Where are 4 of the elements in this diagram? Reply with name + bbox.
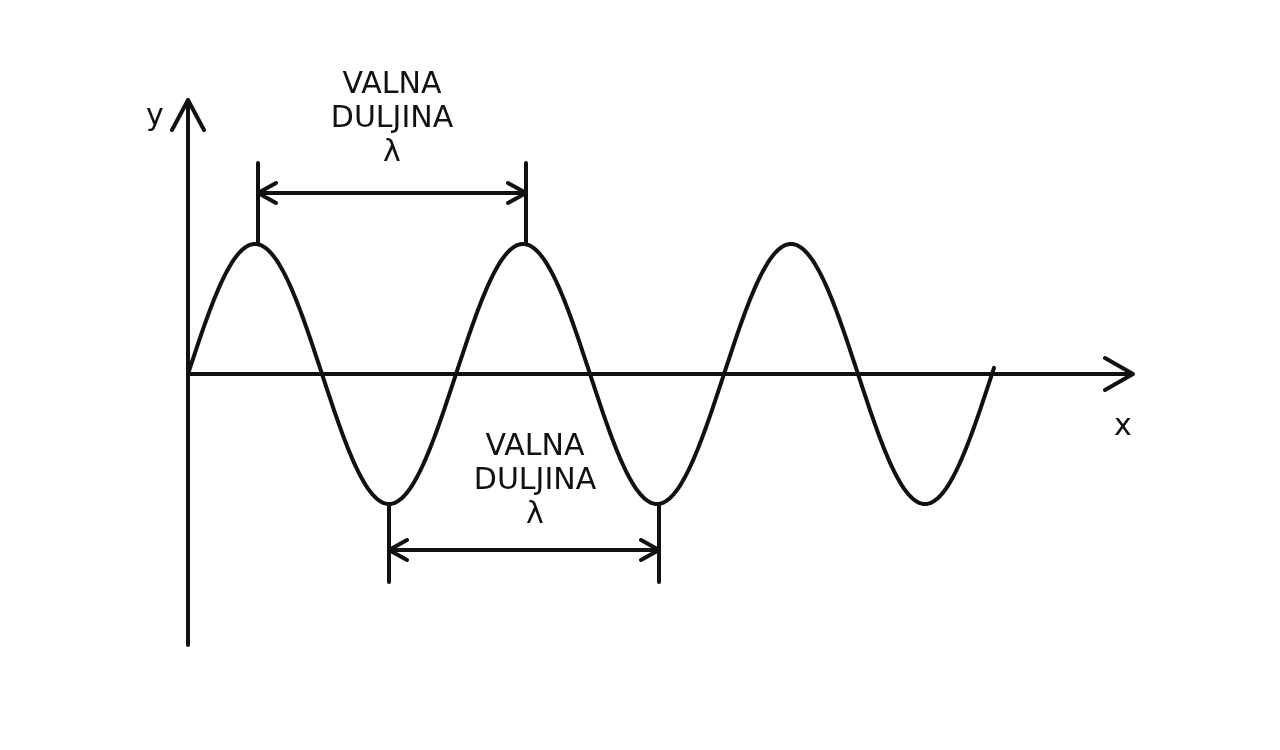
dimension-label: VALNA DULJINA λ	[473, 428, 597, 530]
axis-label: y	[146, 98, 164, 132]
axis-label: x	[1114, 408, 1132, 442]
dimension-label: VALNA DULJINA λ	[330, 66, 454, 168]
